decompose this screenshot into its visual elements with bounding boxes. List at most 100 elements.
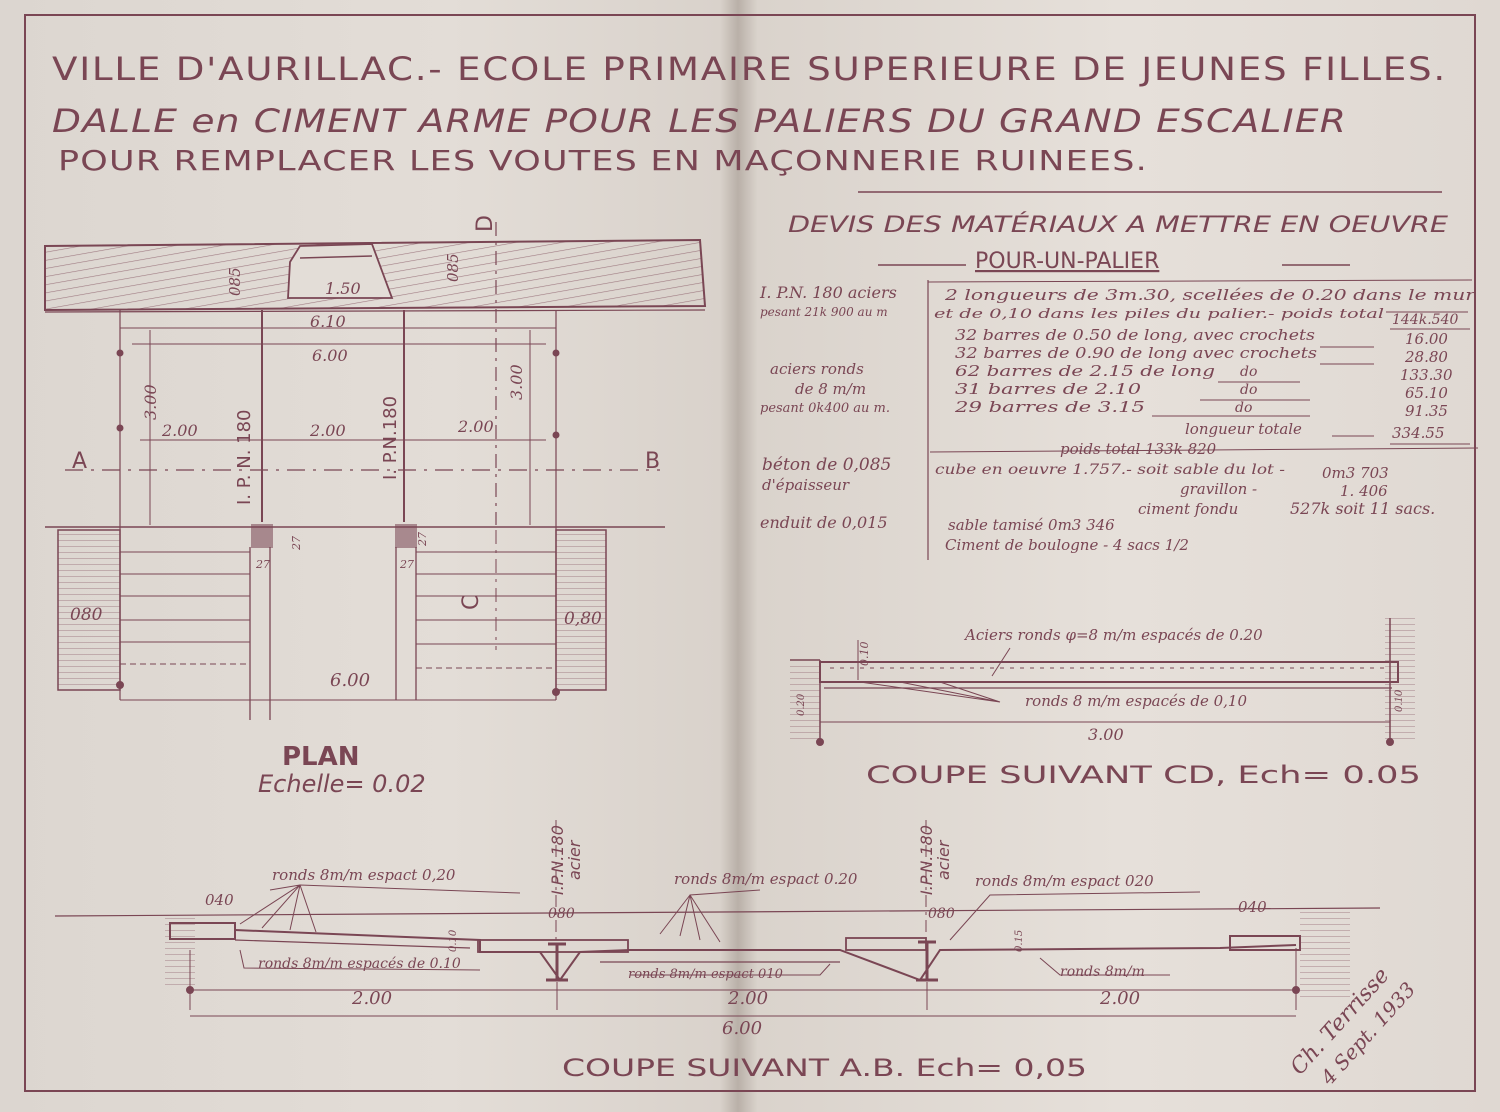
ab-span-1: 2.00 [351,988,392,1009]
cd-bearing-right: 0.10 [1394,689,1405,712]
concrete-cement: 527k soit 11 sacs. [1290,499,1435,518]
dim-wall-top-right: 085 [444,253,462,282]
ab-dim-040-right: 040 [1238,898,1267,916]
render-line-2: Ciment de boulogne - 4 sacs 1/2 [945,536,1189,554]
rebar-value-3: 133.30 [1400,366,1453,384]
ab-beam-right-1: I.P.N.180 [917,825,936,895]
render-line-1: sable tamisé 0m3 346 [948,516,1115,534]
title-block: VILLE D'AURILLAC.- ECOLE PRIMAIRE SUPERI… [52,50,1447,193]
point-b: B [645,449,660,474]
dim-pier-left: 080 [70,605,103,625]
section-ab-drawing [54,820,1381,1017]
dim-overall: 6.10 [310,312,346,331]
concrete-sand: 0m3 703 [1322,464,1389,482]
cd-note-top: Aciers ronds φ=8 m/m espacés de 0.20 [963,626,1263,644]
title-line-1: VILLE D'AURILLAC.- ECOLE PRIMAIRE SUPERI… [52,50,1447,88]
title-line-3: POUR REMPLACER LES VOUTES EN MAÇONNERIE … [58,144,1148,177]
rebar-row-5: 29 barres de 3.15 [954,398,1145,416]
ab-beam-right-2: acier [934,839,953,880]
rebar-row-1: 32 barres de 0.50 de long, avec crochets [955,326,1315,344]
dim-depth-left: 3.00 [141,384,160,420]
rebar-weight: poids total 133k 820 [1060,440,1217,458]
rebar-row-3: 62 barres de 2.15 de long [955,362,1215,380]
ab-dim-015: 0.15 [1014,930,1025,952]
dim-wall-top-left: 085 [226,267,244,296]
point-c: C [459,595,484,610]
ab-note-5: ronds 8m/m espact 010 [628,967,783,982]
rebar-ditto-3: do [1240,364,1257,380]
concrete-label-2: d'épaisseur [762,476,850,494]
plan-title: PLAN [282,742,360,772]
ab-section-title: COUPE SUIVANT A.B. Ech= 0,05 [562,1054,1087,1082]
ab-note-4: ronds 8m/m espacés de 0.10 [258,956,461,972]
dim-bay-1: 2.00 [161,421,198,440]
section-ab-labels: I.P.N.180 acier I.P.N.180 acier ronds 8m… [205,825,1267,1082]
ab-note-6: ronds 8m/m [1060,964,1145,980]
concrete-gravel: 1. 406 [1340,482,1388,500]
dim-bottom: 6.00 [330,670,370,691]
rebar-row-4: 31 barres de 2.10 [955,380,1142,398]
devis-table: DEVIS DES MATÉRIAUX A METTRE EN OEUVRE P… [759,212,1476,554]
steel-label-2: pesant 21k 900 au m [760,305,888,319]
rebar-length-value: 334.55 [1392,424,1445,442]
dim-depth-right: 3.00 [507,364,526,400]
dim-pier-right: 0,80 [564,609,602,629]
devis-lines [878,264,1479,560]
ab-dim-040-left: 040 [205,891,234,909]
cd-thickness: 0.10 [858,642,871,667]
ab-dim-010: 0.10 [448,929,459,952]
devis-subtitle: POUR-UN-PALIER [975,249,1159,274]
section-cd-drawing [790,616,1415,746]
ab-span-2: 2.00 [727,988,768,1009]
rebar-ditto-5: do [1235,400,1252,416]
rebar-length-label: longueur totale [1185,420,1302,438]
cd-span: 3.00 [1088,725,1124,744]
rebar-label-1: aciers ronds [770,360,864,378]
dim-col-left: 27 [255,558,270,571]
ab-note-2: ronds 8m/m espact 0.20 [674,870,858,888]
rebar-label-2: de 8 m/m [795,380,866,398]
ab-note-3: ronds 8m/m espact 020 [975,872,1154,890]
point-a: A [72,449,87,474]
dim-bay-3: 2.00 [457,417,494,436]
dim-bay-2: 2.00 [309,421,346,440]
point-d: D [473,215,498,232]
dim-opening: 1.50 [325,279,361,298]
ab-span-3: 2.00 [1099,988,1140,1009]
rebar-row-2: 32 barres de 0.90 de long avec crochets [955,344,1317,362]
ab-dim-080-right: 080 [928,906,955,922]
dim-col-mid2: 27 [399,558,414,571]
title-line-2: DALLE en CIMENT ARME POUR LES PALIERS DU… [52,102,1347,140]
dim-gap: 27 [290,536,303,551]
steel-line-1: 2 longueurs de 3m.30, scellées de 0.20 d… [944,286,1476,304]
cd-bearing-left: 0.20 [796,693,807,716]
dim-col-mid: 27 [416,532,429,547]
rebar-ditto-4: do [1240,382,1257,398]
ab-beam-left-2: acier [565,839,584,880]
rebar-value-1: 16.00 [1405,330,1448,348]
steel-total: 144k.540 [1392,312,1458,328]
plan-labels: PLAN Echelle= 0.02 A B C D 1.50 6.10 6.0… [70,215,660,798]
plan-drawing [44,222,707,720]
beam-label-right: I. P.N.180 [380,396,401,480]
dim-inner: 6.00 [312,346,348,365]
ab-beam-left-1: I.P.N.180 [548,825,567,895]
steel-label-1: I. P.N. 180 aciers [759,283,897,302]
rebar-value-4: 65.10 [1405,384,1448,402]
concrete-label-1: béton de 0,085 [762,455,891,475]
rebar-value-2: 28.80 [1404,348,1448,366]
render-label: enduit de 0,015 [760,513,888,532]
concrete-cement-label: ciment fondu [1138,500,1238,518]
rebar-label-3: pesant 0k400 au m. [760,401,890,416]
ab-overall: 6.00 [722,1018,762,1039]
section-cd-labels: Aciers ronds φ=8 m/m espacés de 0.20 ron… [796,626,1421,789]
plan-scale: Echelle= 0.02 [258,770,426,798]
concrete-line-1: cube en oeuvre 1.757.- soit sable du lot… [935,462,1285,478]
cd-section-title: COUPE SUIVANT CD, Ech= 0.05 [866,761,1421,789]
ab-note-1: ronds 8m/m espact 0,20 [272,866,456,884]
rebar-value-5: 91.35 [1405,402,1448,420]
beam-label-left: I. P. N. 180 [234,409,255,505]
cd-note-bottom: ronds 8 m/m espacés de 0,10 [1025,692,1247,710]
